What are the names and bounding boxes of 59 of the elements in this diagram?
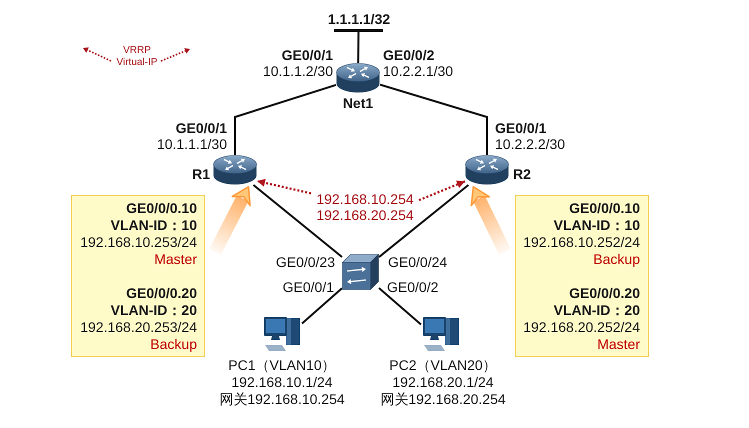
router-name: Net1 bbox=[342, 95, 374, 111]
port-name: GE0/0/1 bbox=[282, 279, 334, 295]
ip-address: 192.168.20.253/24 bbox=[80, 319, 197, 336]
vrrp-role: Master bbox=[597, 336, 640, 353]
port-name: GE0/0/2 bbox=[387, 279, 438, 295]
pc-name: PC1（VLAN10） bbox=[228, 357, 336, 373]
interface-name: GE0/0/0.20 bbox=[569, 285, 640, 302]
interface-name: GE0/0/1 bbox=[176, 120, 227, 136]
interface-name: GE0/0/0.10 bbox=[569, 200, 640, 217]
ip-address: 192.168.20.1/24 bbox=[392, 374, 494, 390]
virtual-ip-address: 192.168.10.254 bbox=[316, 191, 414, 207]
network-bar bbox=[334, 29, 383, 32]
ip-address: 10.1.1.1/30 bbox=[156, 136, 227, 152]
gateway-address: 网关192.168.20.254 bbox=[380, 391, 506, 407]
port-name: GE0/0/24 bbox=[388, 254, 448, 270]
pc-name: PC2（VLAN20） bbox=[389, 357, 497, 373]
port-name: GE0/0/23 bbox=[276, 254, 335, 270]
switch-icon bbox=[342, 254, 379, 290]
vlan-id: VLAN-ID：20 bbox=[110, 302, 197, 319]
vlan-id: VLAN-ID：10 bbox=[554, 217, 640, 234]
interface-name: GE0/0/1 bbox=[495, 120, 546, 136]
virtual-ip-address: 192.168.20.254 bbox=[316, 207, 414, 223]
router-name: R1 bbox=[192, 166, 210, 182]
gateway-address: 网关192.168.10.254 bbox=[219, 391, 345, 407]
ip-address: 192.168.10.1/24 bbox=[231, 374, 333, 390]
ip-address: 192.168.20.252/24 bbox=[523, 319, 640, 336]
dotted-arrow bbox=[418, 180, 466, 202]
connection-line bbox=[357, 32, 360, 64]
ip-address: 10.2.2.2/30 bbox=[495, 136, 566, 152]
dotted-arrow bbox=[256, 178, 312, 194]
router-icon bbox=[213, 155, 257, 185]
interface-name: GE0/0/2 bbox=[383, 47, 434, 63]
interface-name: GE0/0/0.20 bbox=[126, 285, 197, 302]
info-box bbox=[515, 195, 649, 357]
interface-name: GE0/0/1 bbox=[282, 47, 333, 63]
ip-address: 10.2.2.1/30 bbox=[383, 63, 454, 79]
computer-icon bbox=[421, 315, 461, 353]
vlan-id: VLAN-ID：10 bbox=[110, 217, 197, 234]
connection-line bbox=[380, 84, 488, 155]
connection-line bbox=[252, 184, 343, 258]
vrrp-role: Backup bbox=[150, 336, 197, 353]
info-box bbox=[71, 195, 205, 357]
router-icon bbox=[465, 155, 509, 185]
connection-line bbox=[378, 184, 470, 258]
connection-line bbox=[234, 84, 336, 155]
vrrp-role: Master bbox=[154, 251, 197, 268]
router-name: R2 bbox=[513, 166, 531, 182]
interface-name: GE0/0/0.10 bbox=[126, 200, 197, 217]
vrrp-role: Backup bbox=[593, 251, 640, 268]
network-address: 1.1.1.1/32 bbox=[328, 11, 390, 27]
vlan-id: VLAN-ID：20 bbox=[554, 302, 640, 319]
router-icon bbox=[336, 63, 380, 93]
ip-address: 192.168.10.252/24 bbox=[523, 234, 640, 251]
ip-address: 192.168.10.253/24 bbox=[80, 234, 197, 251]
connection-line bbox=[301, 288, 343, 324]
computer-icon bbox=[262, 315, 302, 353]
ip-address: 10.1.1.2/30 bbox=[262, 63, 333, 79]
legend-text: VRRP Virtual-IP bbox=[116, 45, 158, 69]
connection-line bbox=[378, 287, 422, 326]
